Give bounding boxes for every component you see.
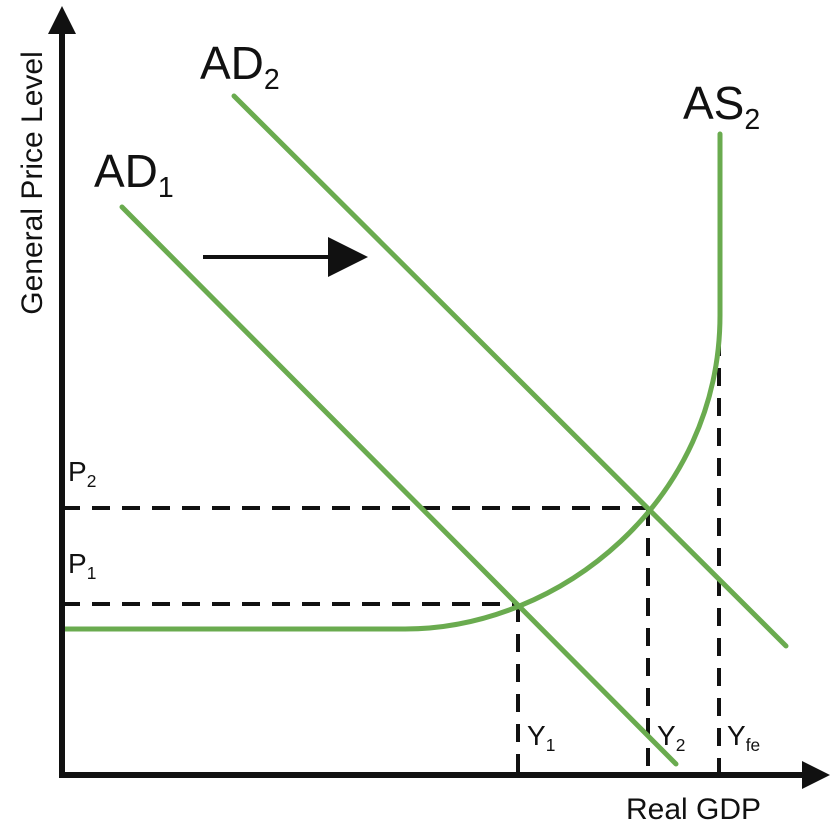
ad1-curve <box>119 204 679 767</box>
y1-label-main: Y <box>527 720 546 751</box>
p1-label-sub: 1 <box>86 563 97 584</box>
as2-curve <box>59 131 723 632</box>
curves <box>59 93 789 767</box>
y2-label: Y2 <box>657 722 685 754</box>
as2-label-sub: 2 <box>744 103 761 136</box>
guide-lines <box>62 338 721 774</box>
p2-label-main: P <box>68 456 87 487</box>
ad1-label-main: AD <box>94 145 158 197</box>
y2-label-main: Y <box>657 720 676 751</box>
y1-label: Y1 <box>527 722 555 754</box>
ad1-label: AD1 <box>94 148 174 202</box>
yfe-label-sub: fe <box>745 735 761 756</box>
p2-label-sub: 2 <box>86 471 97 492</box>
yfe-label: Yfe <box>727 722 760 754</box>
p1-label: P1 <box>68 550 96 582</box>
y-axis-arrowhead <box>48 6 76 34</box>
as2-label-main: AS <box>683 77 745 129</box>
y-axis-title: General Price Level <box>16 51 49 315</box>
ad2-label: AD2 <box>200 40 280 94</box>
axes <box>59 30 810 778</box>
y2-label-sub: 2 <box>675 735 686 756</box>
ad2-curve <box>231 93 789 649</box>
y1-label-sub: 1 <box>545 735 556 756</box>
x-axis-title: Real GDP <box>626 793 762 826</box>
p2-label: P2 <box>68 458 96 490</box>
ad2-label-sub: 2 <box>263 63 280 96</box>
yfe-label-main: Y <box>727 720 746 751</box>
p1-label-main: P <box>68 548 87 579</box>
x-axis-arrowhead <box>802 761 830 789</box>
as2-label: AS2 <box>683 80 760 134</box>
ad2-label-main: AD <box>200 37 264 89</box>
ad1-label-sub: 1 <box>157 171 174 204</box>
